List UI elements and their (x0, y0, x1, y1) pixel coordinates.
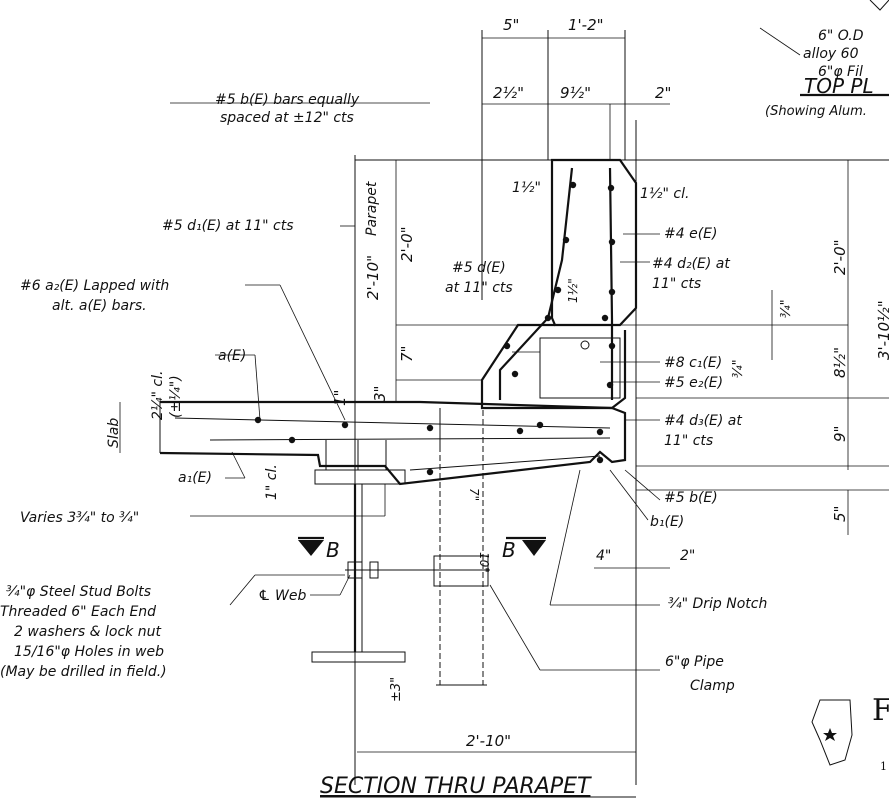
dim-bottom-4-text: 4" (596, 548, 611, 564)
label-stud-5: (May be drilled in field.) (0, 664, 167, 680)
section-b-right-arrow (522, 540, 546, 556)
dim-right-3-10: 3'-10½" (875, 300, 889, 360)
beam-bottom-flange (311, 651, 406, 663)
dim-2: 2" (655, 84, 671, 102)
label-varies: Varies 3¾" to ¾" (20, 510, 139, 526)
dim-vert-3: ±3" (389, 677, 404, 702)
label-e: #4 e(E) (664, 226, 717, 242)
rebar-top-mat (174, 417, 611, 429)
dim-9-half: 9½" (560, 84, 591, 102)
section-title: SECTION THRU PARAPET (320, 774, 592, 799)
label-c1: #8 c₁(E) (664, 355, 722, 371)
section-b-left-label: B (326, 538, 340, 562)
dim-1-cl: 1" cl. (264, 464, 280, 500)
label-b1: b₁(E) (650, 514, 684, 530)
label-pipe-2: Clamp (690, 678, 735, 694)
label-a1E: a₁(E) (178, 470, 212, 486)
dim-left-2-10: 2'-10" (364, 255, 382, 300)
dim-right-2-0: 2'-0" (831, 239, 849, 275)
pipe-clamp (433, 555, 489, 587)
star-icon (823, 728, 837, 741)
parapet-upper-outline (550, 158, 638, 327)
rebar-haunch (409, 455, 601, 471)
rebar-d2-inner (608, 167, 614, 400)
dim-right-9: 9" (831, 426, 849, 442)
rebar-dots (254, 181, 616, 476)
leader-lines (170, 27, 801, 671)
dim-slab-cl-tol: (±¼") (168, 375, 184, 418)
dim-vert-10: 10" (477, 552, 491, 573)
top-plan-partial (800, 0, 889, 97)
label-b5: #5 b(E) (664, 490, 718, 506)
label-stud-3: 2 washers & lock nut (14, 624, 161, 640)
headed-studs (325, 440, 387, 470)
dim-left-1: 1" (331, 390, 349, 406)
dim-right-8-half: 8½" (831, 347, 849, 378)
label-stud-4: 15/16"φ Holes in web (14, 644, 164, 660)
top-plan-pipe-symbol (869, 0, 889, 11)
section-b-right-label: B (502, 538, 516, 562)
label-d-1: #5 d(E) (452, 260, 506, 276)
callout-text: #5 b(E) bars equally spaced at ±12" cts … (0, 92, 767, 694)
dim-left-3: 3" (371, 386, 389, 402)
top-plan-note-2: alloy 60 (803, 46, 859, 62)
dim-1-half-inner: 1½" (512, 180, 541, 196)
top-plan-note-3: 6"φ Fil (818, 64, 863, 80)
top-plan-note-1: 6" O.D (818, 28, 864, 44)
dim-5: 5" (503, 16, 519, 34)
slab-outline (159, 400, 627, 486)
rebar-c1-marker (580, 340, 590, 350)
top-plan-subtitle: (Showing Alum. (765, 104, 867, 119)
dim-right-3-4: ¾" (779, 299, 794, 318)
dim-1-2: 1'-2" (568, 16, 604, 34)
dim-3-4-mid: ¾" (731, 359, 746, 378)
dim-left-7: 7" (398, 346, 416, 362)
logo-number: 1 (880, 760, 887, 773)
beam-top-flange (314, 469, 406, 485)
label-d-2: at 11" cts (445, 280, 513, 296)
illinois-outline-logo (811, 699, 853, 766)
label-d2-2: 11" cts (652, 276, 701, 292)
logo-letter: F (872, 693, 889, 728)
dim-left-2-0: 2'-0" (398, 226, 416, 262)
label-stud-2: Threaded 6" Each End (0, 604, 156, 620)
label-e2: #5 e₂(E) (664, 375, 723, 391)
dim-haunch-7: 7" (467, 488, 481, 501)
label-a2-2: alt. a(E) bars. (52, 298, 147, 314)
label-aE: a(E) (218, 348, 246, 364)
dimension-text: 5" 1'-2" 2½" 9½" 2" 1½" 1½" cl. 2" 4" 2'… (106, 16, 889, 750)
label-stud-1: ¾"φ Steel Stud Bolts (6, 584, 151, 600)
dim-slab-label: Slab (106, 418, 122, 448)
dim-right-5: 5" (831, 506, 849, 522)
dim-left-parapet: Parapet (364, 181, 380, 236)
dim-2-half: 2½" (493, 84, 524, 102)
label-b-bars-1: #5 b(E) bars equally (215, 92, 360, 108)
dim-bottom-2-10-text: 2'-10" (466, 732, 511, 750)
stud-nut-left (347, 561, 363, 579)
dim-vert-1-2: 1½" (566, 278, 580, 303)
label-a2-1: #6 a₂(E) Lapped with (20, 278, 169, 294)
rebar-c1-loop (539, 337, 621, 399)
label-b-bars-2: spaced at ±12" cts (220, 110, 354, 126)
dim-bottom-2-text: 2" (680, 548, 695, 564)
label-d3-1: #4 d₃(E) at (664, 413, 742, 429)
dim-slab-cl: 2¼" cl. (150, 371, 166, 420)
label-pipe-1: 6"φ Pipe (665, 654, 724, 670)
label-web: ℄ Web (258, 588, 306, 604)
dim-1-half-outer: 1½" cl. (640, 186, 689, 202)
label-d2-1: #4 d₂(E) at (652, 256, 730, 272)
pipe-post-dashed (439, 410, 484, 685)
rebar-bottom-mat (209, 437, 611, 441)
stud-washer-left (369, 561, 379, 579)
top-plan-title: TOP PL (804, 74, 874, 98)
top-plan-text: 6" O.D alloy 60 6"φ Fil TOP PL (Showing … (765, 28, 874, 119)
label-d3-2: 11" cts (664, 433, 713, 449)
label-d1: #5 d₁(E) at 11" cts (162, 218, 294, 234)
label-drip: ¾" Drip Notch (668, 596, 767, 612)
section-b-left-arrow (298, 540, 324, 556)
